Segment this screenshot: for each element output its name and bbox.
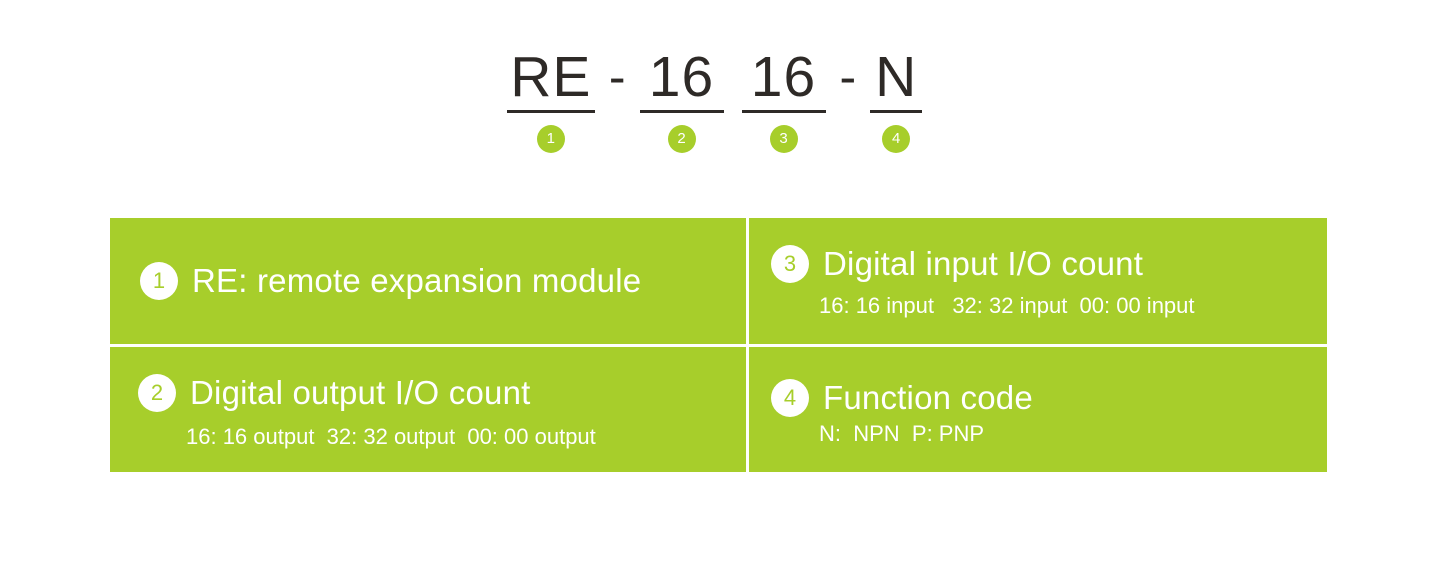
part-number-row: RE 1 - 16 2 16 3 - N 4 xyxy=(0,46,1429,153)
part-segment-3: 16 3 xyxy=(741,45,826,153)
part-segment-3-text: 16 xyxy=(750,45,817,109)
legend-cell-3-number-badge: 3 xyxy=(771,245,809,283)
part-segment-2: 16 2 xyxy=(639,45,724,153)
legend-cell-3-detail: 16: 16 input 32: 32 input 00: 00 input xyxy=(819,293,1195,318)
part-segment-4: N 4 xyxy=(870,45,923,153)
legend-cell-1-header: 1 RE: remote expansion module xyxy=(110,261,746,301)
part-separator-dash-2: - xyxy=(839,49,857,105)
part-segment-2-badge: 2 xyxy=(667,125,696,153)
part-separator-dash-1: - xyxy=(608,49,626,105)
legend-cell-4-detail: N: NPN P: PNP xyxy=(819,420,985,446)
part-segment-1-text: RE xyxy=(510,45,592,109)
table-divider-cross xyxy=(746,344,749,347)
legend-cell-2: 2 Digital output I/O count 16: 16 output… xyxy=(110,347,746,472)
legend-cell-4-number-badge: 4 xyxy=(771,378,809,417)
part-segment-2-text: 16 xyxy=(648,45,715,109)
legend-cell-4-title: Function code xyxy=(823,378,1033,416)
legend-cell-4-header: 4 Function code xyxy=(749,378,1327,418)
part-segment-2-underline xyxy=(639,110,724,113)
legend-cell-1: 1 RE: remote expansion module xyxy=(110,218,746,344)
part-segment-4-underline xyxy=(870,110,923,113)
part-segment-3-badge: 3 xyxy=(769,125,798,153)
legend-cell-4: 4 Function code N: NPN P: PNP xyxy=(749,347,1327,472)
legend-cell-3-title: Digital input I/O count xyxy=(823,245,1144,282)
table-divider-vertical-top xyxy=(746,218,749,344)
part-segment-4-badge: 4 xyxy=(882,125,911,153)
part-segment-3-underline xyxy=(741,110,826,113)
legend-cell-3-header: 3 Digital input I/O count xyxy=(749,244,1327,284)
table-divider-horizontal-right xyxy=(749,344,1327,347)
part-segment-1-underline xyxy=(506,110,595,113)
part-segment-1: RE 1 xyxy=(506,45,595,153)
legend-cell-1-number-badge: 1 xyxy=(140,262,178,300)
part-segment-1-badge: 1 xyxy=(536,125,565,153)
table-divider-horizontal-left xyxy=(110,344,746,347)
legend-cell-2-header: 2 Digital output I/O count xyxy=(110,373,746,413)
legend-table: 1 RE: remote expansion module 3 Digital … xyxy=(110,218,1327,472)
legend-cell-2-number-badge: 2 xyxy=(138,373,176,412)
part-segment-4-text: N xyxy=(875,45,918,109)
table-divider-vertical-bottom xyxy=(746,347,749,472)
legend-cell-3: 3 Digital input I/O count 16: 16 input 3… xyxy=(749,218,1327,344)
legend-cell-2-detail: 16: 16 output 32: 32 output 00: 00 outpu… xyxy=(186,423,596,449)
part-number-diagram: RE 1 - 16 2 16 3 - N 4 xyxy=(0,46,1429,176)
legend-cell-2-title: Digital output I/O count xyxy=(190,373,531,411)
legend-cell-1-title: RE: remote expansion module xyxy=(192,262,642,299)
